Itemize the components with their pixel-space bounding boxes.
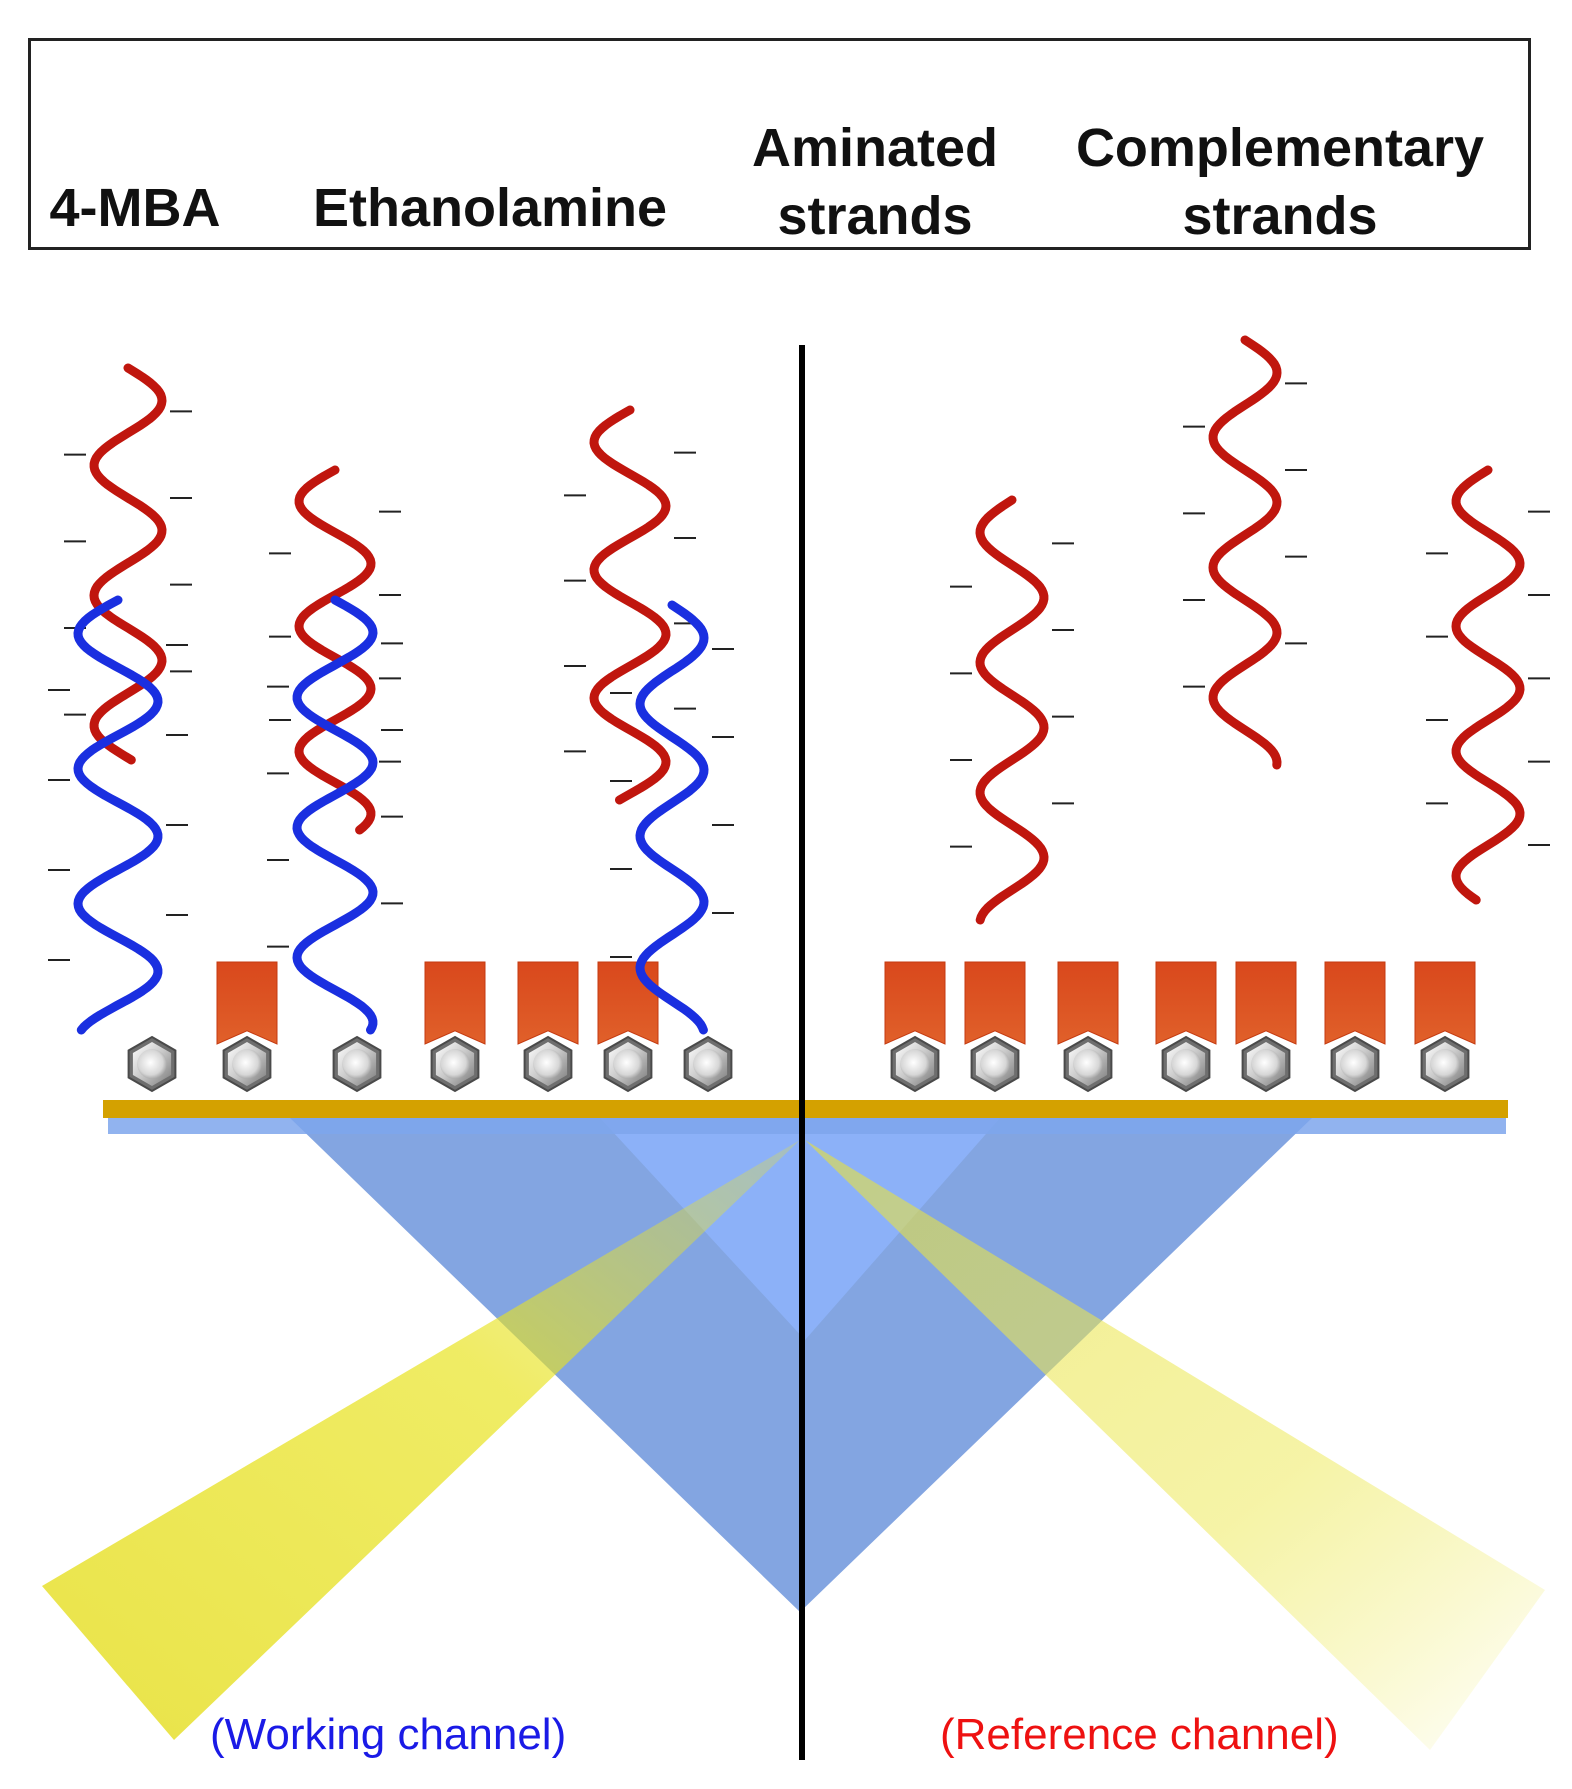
mba-molecule (332, 1035, 382, 1093)
complementary-strand (269, 465, 401, 835)
legend (28, 38, 1531, 250)
mba-molecule (1161, 1035, 1211, 1093)
mba-molecule (523, 1035, 573, 1093)
legend-label-aminated-2: strands (777, 186, 973, 246)
working-channel-label: (Working channel) (210, 1710, 567, 1759)
mba-molecule (127, 1035, 177, 1093)
mba-molecule (683, 1035, 733, 1093)
mba-molecule (430, 1035, 480, 1093)
aminated-strand (610, 600, 734, 1035)
legend-label-ethanolamine: Ethanolamine (312, 178, 668, 238)
ethanolamine-molecule (216, 961, 278, 1045)
mba-molecule (890, 1035, 940, 1093)
mba-molecule (1241, 1035, 1291, 1093)
legend-label-4mba: 4-MBA (49, 178, 221, 238)
complementary-strand (1426, 465, 1550, 905)
complementary-strand (1183, 335, 1307, 770)
complementary-strand (950, 495, 1074, 925)
legend-label-aminated-1: Aminated (751, 118, 999, 178)
mba-molecule (1063, 1035, 1113, 1093)
legend-label-complementary-2: strands (1182, 186, 1378, 246)
mba-molecule (603, 1035, 653, 1093)
ethanolamine-molecule (1235, 961, 1297, 1045)
dna-strands (48, 335, 1550, 1035)
mba-molecule (970, 1035, 1020, 1093)
ethanolamine-molecule (1057, 961, 1119, 1045)
mba-molecule (1330, 1035, 1380, 1093)
ethanolamine-molecule (1155, 961, 1217, 1045)
reflected-beam (805, 1140, 1545, 1750)
gold-film (103, 1100, 1508, 1118)
ethanolamine-molecule (424, 961, 486, 1045)
ethanolamine-molecule (964, 961, 1026, 1045)
complementary-strand (64, 363, 192, 765)
ethanolamine-molecule (1324, 961, 1386, 1045)
surface-molecules (127, 961, 1476, 1093)
light-beams (42, 1140, 1545, 1750)
ethanolamine-molecule (884, 961, 946, 1045)
ethanolamine-molecule (597, 961, 659, 1045)
aminated-strand (267, 595, 403, 1035)
incident-beam (42, 1140, 800, 1740)
reference-channel-label: (Reference channel) (940, 1710, 1339, 1759)
ethanolamine-molecule (517, 961, 579, 1045)
ethanolamine-molecule (1414, 961, 1476, 1045)
mba-molecule (1420, 1035, 1470, 1093)
aminated-strand (48, 595, 188, 1035)
legend-label-complementary-1: Complementary (1075, 118, 1485, 178)
mba-molecule (222, 1035, 272, 1093)
